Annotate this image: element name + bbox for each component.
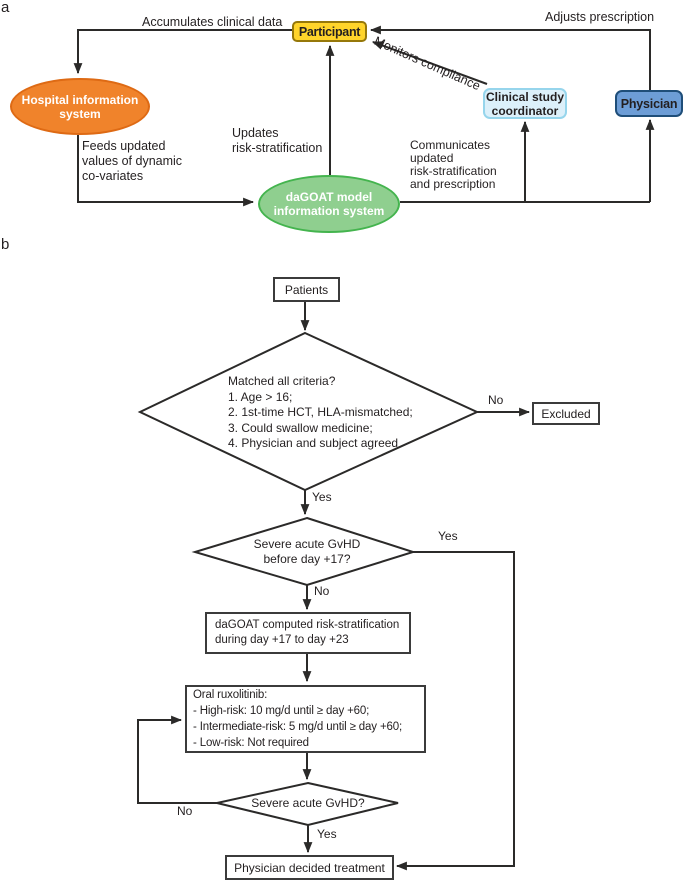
criteria-yes-label: Yes: [312, 490, 332, 504]
criteria-no-label: No: [488, 393, 504, 407]
communicates-label: Communicates updated risk-stratification…: [410, 138, 497, 191]
physician-node: Physician: [615, 90, 683, 117]
gvhd-diamond-text: Severe acute GvHD?: [251, 796, 365, 810]
updates-risk-stratification-label: Updates risk-stratification: [232, 126, 323, 155]
adjusts-prescription-label: Adjusts prescription: [545, 10, 655, 24]
gvhd-yes-label: Yes: [317, 827, 337, 841]
edge-gvhd17-yes-bypass: [395, 551, 515, 871]
gvhd-no-label: No: [177, 804, 193, 818]
gvhd17-no-label: No: [314, 584, 330, 598]
gvhd17-yes-label: Yes: [438, 529, 458, 543]
participant-node: Participant: [292, 21, 367, 42]
dagoat-model-node: daGOAT model information system: [258, 175, 400, 233]
edge-feeds-updated-values: [77, 135, 255, 207]
physician-decided-treatment-box: Physician decided treatment: [225, 855, 394, 880]
patients-box: Patients: [273, 277, 340, 302]
panel-a-label: a: [1, 0, 10, 16]
edge-accumulates-clinical-data: [73, 29, 292, 75]
ruxolitinib-box: Oral ruxolitinib: - High-risk: 10 mg/d u…: [185, 685, 426, 753]
criteria-diamond-text: Matched all criteria? 1. Age > 16; 2. 1s…: [228, 374, 413, 450]
gvhd-day17-diamond-text: Severe acute GvHD before day +17?: [253, 537, 361, 566]
edge-gvhd-no-loop: [137, 715, 217, 804]
clinical-study-coordinator-node: Clinical study coordinator: [483, 88, 567, 119]
dagoat-computed-box: daGOAT computed risk-stratification duri…: [205, 612, 411, 654]
panel-b-label: b: [1, 236, 10, 253]
accumulates-clinical-data-label: Accumulates clinical data: [142, 15, 283, 29]
edge-adjusts-prescription: [369, 25, 651, 90]
excluded-box: Excluded: [532, 402, 600, 425]
hospital-information-system-node: Hospital information system: [10, 78, 150, 135]
feeds-updated-values-label: Feeds updated values of dynamic co-varia…: [82, 139, 183, 183]
edge-monitors-compliance: [371, 41, 488, 85]
